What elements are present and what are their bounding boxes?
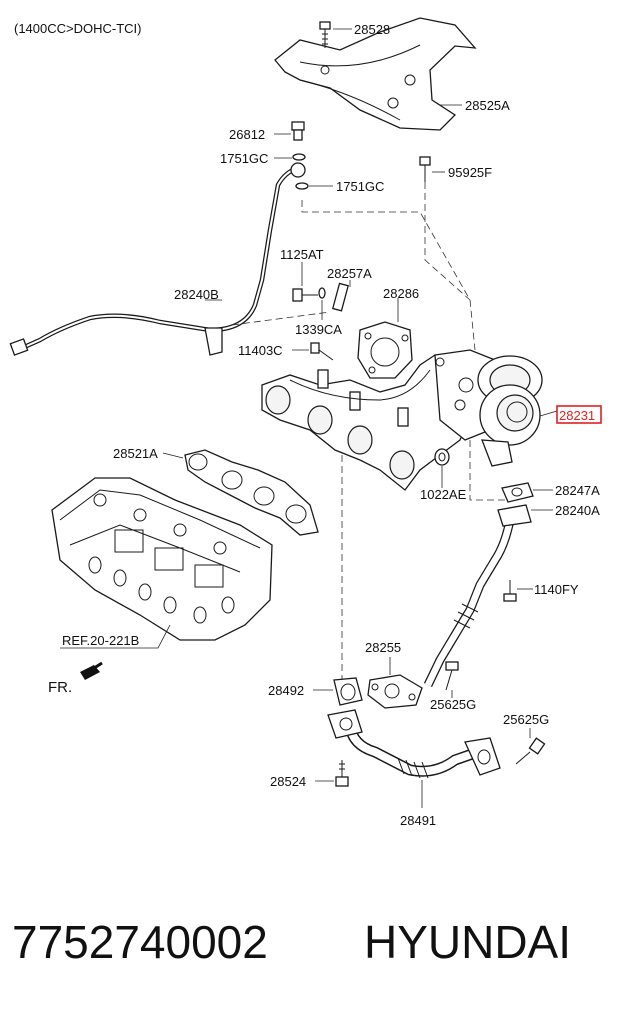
- label-28492: 28492: [268, 683, 304, 698]
- washer-lower: [295, 182, 309, 190]
- label-1140FY: 1140FY: [534, 582, 579, 597]
- label-1125AT: 1125AT: [280, 247, 324, 262]
- highlight-box: [556, 405, 602, 424]
- label-28240B: 28240B: [174, 287, 219, 302]
- ref-line-oil: [301, 200, 476, 351]
- label-28255: 28255: [365, 640, 401, 655]
- part-number: 7752740002: [12, 916, 268, 968]
- bolt-1125AT: [292, 288, 318, 302]
- label-28525A: 28525A: [465, 98, 510, 113]
- label-1022AE: 1022AE: [420, 487, 467, 502]
- gasket-28255: [367, 674, 423, 709]
- bolt-1140FY: [503, 580, 517, 602]
- cylinder-head: [51, 477, 273, 641]
- bolt-25625G-upper: [445, 661, 459, 691]
- stud-28257A: [331, 282, 349, 312]
- washer-upper: [292, 153, 306, 161]
- label-1339CA: 1339CA: [295, 322, 342, 337]
- label-26812: 26812: [229, 127, 265, 142]
- turbocharger: [434, 349, 543, 467]
- label-28247A: 28247A: [555, 483, 600, 498]
- heat-shield: [274, 17, 477, 131]
- ref-line-stud: [424, 182, 471, 301]
- gasket-28286: [357, 321, 413, 379]
- label-25625G-lower: 25625G: [503, 712, 549, 727]
- label-11403C: 11403C: [238, 343, 283, 358]
- label-28521A: 28521A: [113, 446, 158, 461]
- ref-line-outlet: [469, 440, 505, 501]
- label-95925F: 95925F: [448, 165, 492, 180]
- label-28524: 28524: [270, 774, 306, 789]
- stud-11403C: [310, 342, 334, 361]
- label-28528: 28528: [354, 22, 390, 37]
- label-28240A: 28240A: [555, 503, 600, 518]
- label-28286: 28286: [383, 286, 419, 301]
- bolt-25625G-lower: [515, 737, 546, 765]
- water-pipe-28240A: [423, 504, 532, 687]
- nut-1022AE: [434, 448, 450, 466]
- label-28257A: 28257A: [327, 266, 372, 281]
- engine-note: (1400CC>DOHC-TCI): [14, 21, 142, 36]
- stud-95925F: [419, 156, 431, 182]
- exhaust-manifold: [261, 354, 481, 491]
- banjo-bolt-26812: [291, 121, 305, 141]
- ref-line-pipe: [231, 311, 331, 326]
- brand-name: HYUNDAI: [364, 916, 571, 968]
- bolt-28528: [319, 21, 331, 48]
- oil-feed-pipe: [9, 162, 306, 356]
- label-1751GC-upper: 1751GC: [220, 151, 268, 166]
- ref-leader: [60, 624, 171, 649]
- gasket-28247A: [501, 482, 534, 503]
- label-28491: 28491: [400, 813, 436, 828]
- manifold-gasket: [184, 449, 319, 536]
- pipe-28491: [327, 709, 501, 779]
- ref-label: REF.20-221B: [62, 633, 139, 648]
- bolt-28524: [335, 760, 349, 787]
- front-label: FR.: [48, 679, 72, 696]
- label-25625G-upper: 25625G: [430, 697, 476, 712]
- label-1751GC-lower: 1751GC: [336, 179, 384, 194]
- washer-1339CA: [318, 287, 326, 299]
- label-28231-highlighted: 28231: [559, 408, 595, 423]
- gasket-28492: [333, 677, 363, 706]
